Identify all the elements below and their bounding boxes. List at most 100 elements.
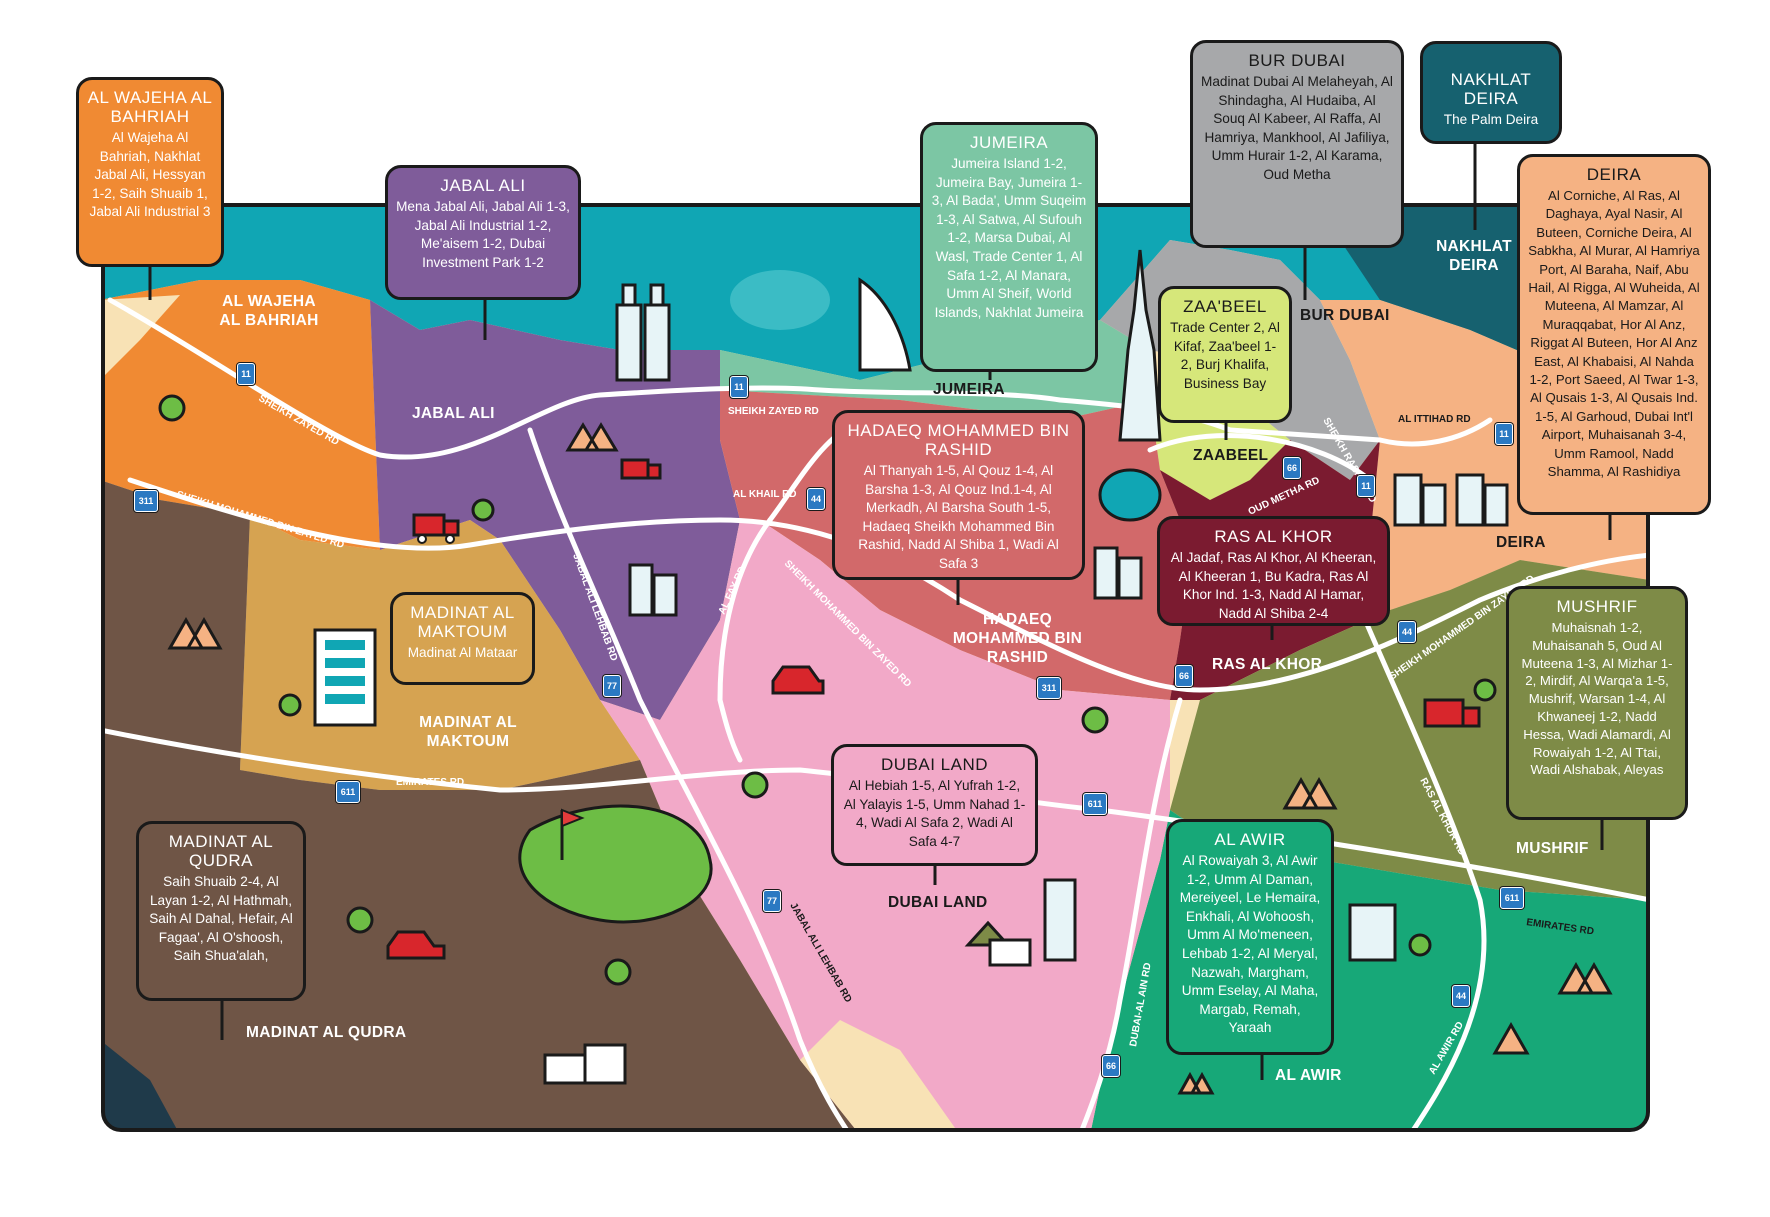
shield-e77-icon: 77 (763, 890, 781, 912)
pyramids-icon-mushrif (1282, 776, 1338, 810)
shield-e44-icon: 44 (1398, 621, 1416, 643)
callout-body: Al Hebiah 1-5, Al Yufrah 1-2, Al Yalayis… (843, 778, 1026, 849)
area-label-text: HADAEQ MOHAMMED BIN RASHID (952, 611, 1083, 666)
shield-e66-icon: 66 (1283, 457, 1301, 479)
road-label-szr-mid: SHEIKH ZAYED RD (728, 406, 819, 417)
area-label-ras-al-khor: RAS AL KHOR (1212, 656, 1323, 673)
area-label-text: NAKHLAT DEIRA (1436, 238, 1512, 274)
callout-body: Al Corniche, Al Ras, Al Daghaya, Ayal Na… (1528, 188, 1700, 480)
golf-course-icon (518, 804, 713, 924)
road-al-ittihad (1227, 417, 1493, 447)
house-icon (964, 920, 1032, 967)
callout-jabal-ali: JABAL ALI Mena Jabal Ali, Jabal Ali 1-3,… (385, 165, 581, 300)
callout-al-wajeha: AL WAJEHA AL BAHRIAH Al Wajeha Al Bahria… (76, 77, 224, 267)
callout-body: Madinat Al Mataar (407, 645, 518, 660)
area-label-al-wajeha: AL WAJEHA AL BAHRIAH (214, 292, 324, 330)
callout-title: DEIRA (1586, 165, 1642, 184)
car-icon-2 (386, 930, 446, 960)
callout-title: MADINAT AL QUDRA (168, 832, 274, 870)
callout-zaabeel: ZAA'BEEL Trade Center 2, Al Kifaf, Zaa'b… (1158, 286, 1292, 423)
area-label-bur-dubai: BUR DUBAI (1300, 307, 1390, 324)
shield-e11-icon: 11 (237, 363, 255, 385)
callout-title: MADINAT AL MAKTOUM (410, 603, 515, 641)
lagoon-icon (1098, 468, 1162, 522)
road-dubai-al-ain (1077, 697, 1183, 1130)
towers-icon (615, 283, 671, 382)
area-label-text: MADINAT AL MAKTOUM (419, 714, 517, 750)
callout-title: MUSHRIF (1556, 597, 1638, 616)
area-label-dubai-land: DUBAI LAND (888, 894, 988, 911)
tree-icon (1473, 678, 1497, 702)
road-al-fay (717, 517, 773, 763)
area-label-hadaeq: HADAEQ MOHAMMED BIN RASHID (935, 610, 1100, 667)
sand-pocket-west (103, 295, 180, 380)
callout-leader-lines (148, 142, 1612, 1080)
shield-e311-icon: 311 (134, 490, 158, 512)
area-label-nakhlat-deira: NAKHLAT DEIRA (1432, 237, 1516, 275)
tree-icon (278, 693, 302, 717)
area-label-jumeira: JUMEIRA (933, 381, 1005, 398)
road-label-emirates-w: EMIRATES RD (396, 777, 464, 788)
road-oud-metha (1147, 433, 1373, 483)
al-awir-building-icon (1348, 903, 1397, 962)
truck-icon-3 (1423, 698, 1481, 728)
callout-hadaeq: HADAEQ MOHAMMED BIN RASHID Al Thanyah 1-… (832, 410, 1085, 580)
area-label-zaabeel: ZAABEEL (1193, 447, 1269, 464)
road-ras-al-khor (1337, 557, 1487, 1130)
callout-title: JABAL ALI (440, 176, 526, 195)
callout-deira: DEIRA Al Corniche, Al Ras, Al Daghaya, A… (1517, 154, 1711, 515)
corner-region (103, 1040, 180, 1130)
golf-flag-icon (561, 808, 585, 828)
area-label-jabal-ali: JABAL ALI (412, 405, 495, 422)
office-building-icon (628, 563, 678, 617)
callout-body: Al Jadaf, Ras Al Khor, Al Kheeran, Al Kh… (1170, 550, 1377, 621)
callout-body: Al Rowaiyah 3, Al Awir 1-2, Umm Al Daman… (1179, 853, 1321, 1036)
road-network (103, 297, 1648, 1130)
shield-e66-icon: 66 (1102, 1055, 1120, 1077)
callout-mushrif: MUSHRIF Muhaisnah 1-2, Muhaisanah 5, Oud… (1506, 586, 1688, 820)
callout-body: Al Thanyah 1-5, Al Qouz 1-4, Al Barsha 1… (858, 463, 1059, 571)
area-label-madinat-qudra: MADINAT AL QUDRA (246, 1024, 407, 1041)
callout-body: Jumeira Island 1-2, Jumeira Bay, Jumeira… (931, 156, 1087, 320)
office-building-icon-2 (1093, 546, 1143, 600)
callout-title: DUBAI LAND (880, 755, 989, 774)
area-label-deira: DEIRA (1496, 534, 1546, 551)
tree-icon (1081, 706, 1109, 734)
callout-body: Muhaisnah 1-2, Muhaisanah 5, Oud Al Mute… (1521, 620, 1673, 778)
callout-body: Saih Shuaib 2-4, Al Layan 1-2, Al Hathma… (149, 874, 293, 964)
palm-island-jumeira (730, 270, 830, 330)
signboards-icon (543, 1043, 627, 1085)
road-sheikh-zayed (107, 297, 1233, 460)
callout-body: Al Wajeha Al Bahriah, Nakhlat Jabal Ali,… (89, 130, 211, 220)
apartment-building-icon (313, 628, 377, 727)
pyramids-icon-west (167, 616, 223, 650)
callout-title: HADAEQ MOHAMMED BIN RASHID (847, 421, 1070, 459)
pyramids-icon-east (1557, 961, 1613, 995)
trees (158, 394, 1497, 986)
callout-madinat-maktoum: MADINAT AL MAKTOUM Madinat Al Mataar (390, 592, 535, 685)
pyramid-icon-small (1492, 1021, 1530, 1055)
car-icon (771, 665, 825, 695)
burj-al-arab-icon (858, 277, 912, 372)
tree-icon (471, 498, 495, 522)
callout-bur-dubai: BUR DUBAI Madinat Dubai Al Melaheyah, Al… (1190, 40, 1404, 248)
callout-al-awir: AL AWIR Al Rowaiyah 3, Al Awir 1-2, Umm … (1166, 819, 1334, 1055)
pyramid-icon-tiny (1177, 1071, 1215, 1095)
callout-body: Madinat Dubai Al Melaheyah, Al Shindagha… (1201, 74, 1393, 182)
callout-madinat-qudra: MADINAT AL QUDRA Saih Shuaib 2-4, Al Lay… (136, 821, 306, 1001)
deira-buildings-icon (1393, 473, 1509, 527)
shield-e44-icon: 44 (807, 488, 825, 510)
shield-e611-icon: 611 (1500, 887, 1524, 909)
shield-e611-icon: 611 (336, 781, 360, 803)
shield-e11-icon: 11 (1357, 475, 1375, 497)
truck-icon (412, 513, 460, 544)
area-label-mushrif: MUSHRIF (1516, 840, 1589, 857)
tree-icon (1408, 933, 1432, 957)
callout-nakhlat-deira: NAKHLAT DEIRA The Palm Deira (1420, 41, 1562, 144)
region-al-wajeha (103, 280, 380, 550)
shield-e11-icon: 11 (730, 376, 748, 398)
shield-e44-icon: 44 (1452, 985, 1470, 1007)
callout-ras-al-khor: RAS AL KHOR Al Jadaf, Ras Al Khor, Al Kh… (1157, 516, 1390, 626)
shield-e66-icon: 66 (1175, 665, 1193, 687)
